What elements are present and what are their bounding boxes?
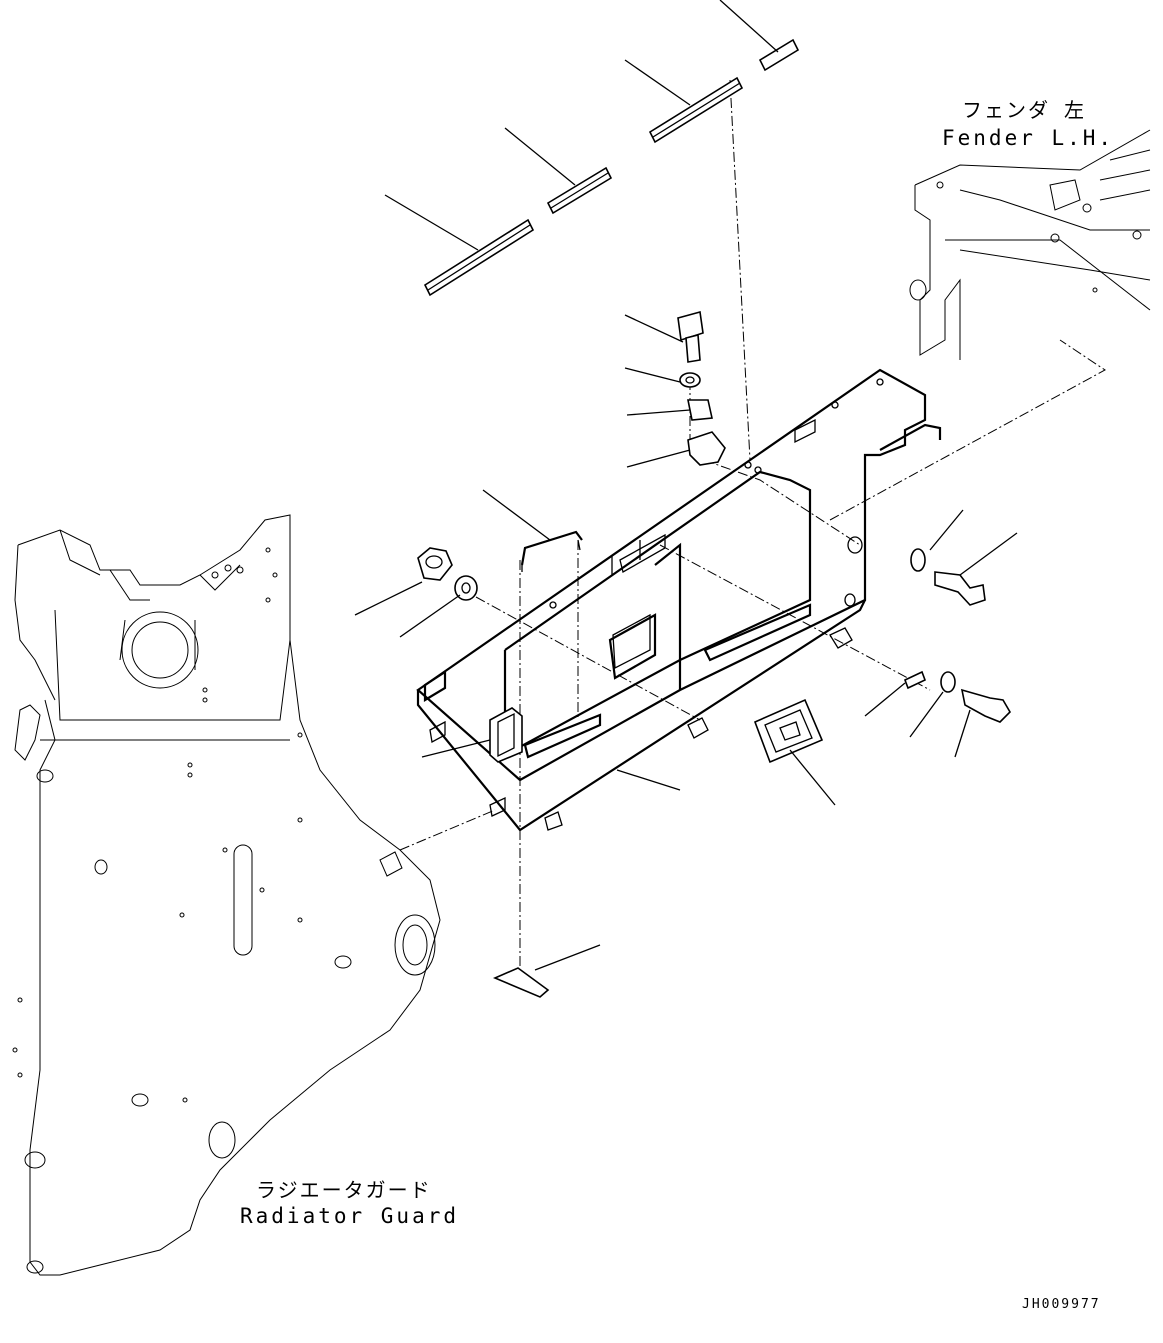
radiator-guard-outline (12, 514, 441, 1276)
parts (417, 38, 1012, 998)
fender-label-jp: フェンダ 左 (962, 98, 1087, 122)
radiator-label-jp: ラジエータガード (256, 1178, 432, 1202)
fender-lh-outline (909, 129, 1151, 360)
leader-lines (354, 0, 1018, 971)
fender-label-en: Fender L.H. (942, 126, 1115, 150)
radiator-label-en: Radiator Guard (240, 1204, 460, 1228)
main-bracket (416, 368, 942, 832)
drawing-code: JH009977 (1022, 1297, 1101, 1312)
alignment-lines (399, 79, 1106, 975)
